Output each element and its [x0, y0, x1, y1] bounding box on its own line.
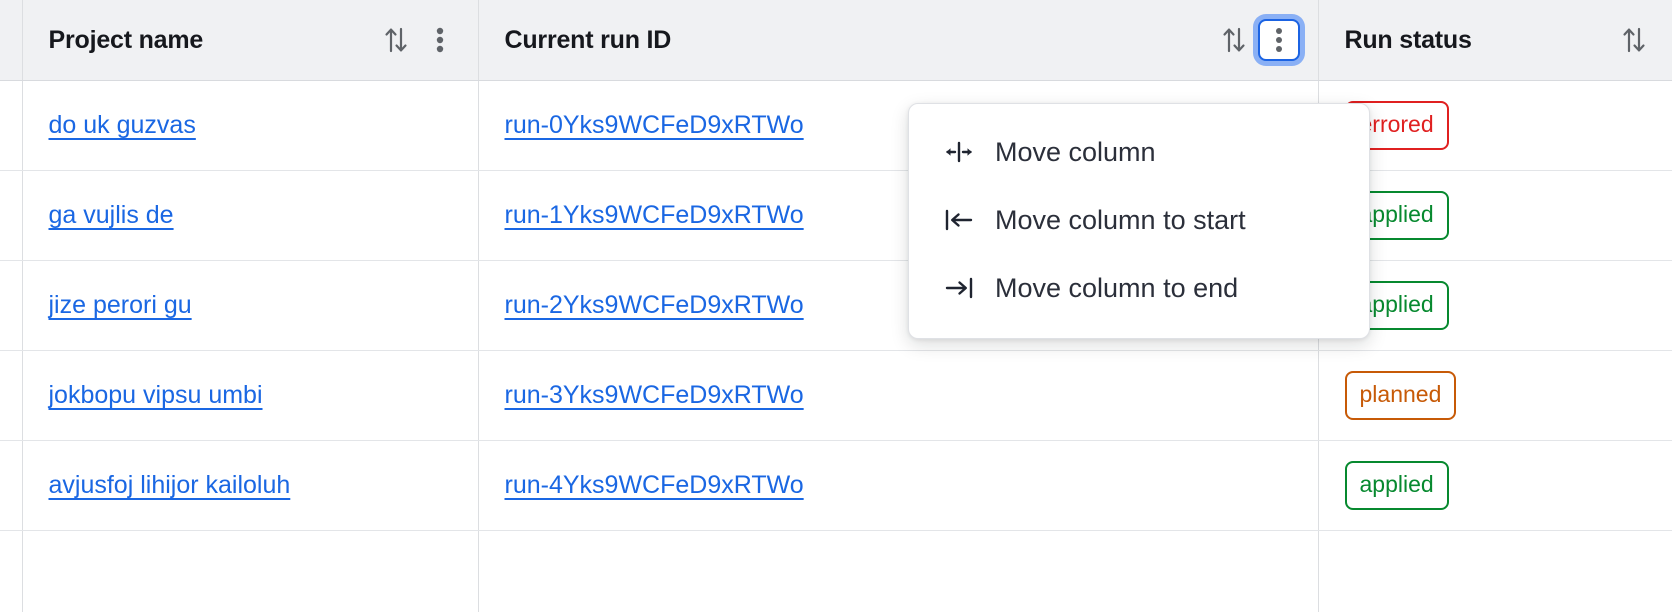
cell-run-status: planned: [1318, 350, 1672, 441]
column-options-menu: Move column Move column to start Mov: [908, 103, 1370, 339]
menu-item-label: Move column to start: [995, 204, 1246, 235]
table-body: do uk guzvas run-0Yks9WCFeD9xRTWo errore…: [0, 80, 1672, 612]
move-column-horizontal-icon: [943, 141, 975, 163]
table-header-row: Project name: [0, 0, 1672, 81]
cell-run-id: [478, 530, 1319, 612]
header-tools-current-run-id: [1214, 19, 1300, 61]
project-name-link[interactable]: do uk guzvas: [48, 111, 196, 139]
header-tools-project-name: [376, 20, 460, 60]
header-cell-run-status: Run status: [1318, 0, 1672, 81]
header-label-project-name: Project name: [48, 25, 204, 54]
row-selector-cell: [0, 530, 23, 612]
cell-run-status: applied: [1318, 440, 1672, 531]
table-row: jokbopu vipsu umbi run-3Yks9WCFeD9xRTWo …: [0, 350, 1672, 441]
cell-project-name: ga vujlis de: [22, 170, 479, 261]
menu-item-move-column-to-end[interactable]: Move column to end: [909, 254, 1369, 322]
row-selector-cell: [0, 170, 23, 261]
project-name-link[interactable]: jokbopu vipsu umbi: [48, 381, 263, 409]
header-tools-run-status: [1614, 20, 1654, 60]
cell-project-name: avjusfoj lihijor kailoluh: [22, 440, 479, 531]
sort-arrows-icon[interactable]: [1214, 20, 1254, 60]
sort-arrows-icon[interactable]: [1614, 20, 1654, 60]
table-row: avjusfoj lihijor kailoluh run-4Yks9WCFeD…: [0, 440, 1672, 531]
move-column-to-start-icon: [943, 209, 975, 231]
table-row: [0, 530, 1672, 612]
row-selector-cell: [0, 350, 23, 441]
menu-item-move-column-to-start[interactable]: Move column to start: [909, 186, 1369, 254]
cell-run-status: [1318, 530, 1672, 612]
table-header: Project name: [0, 0, 1672, 81]
table-row: jize perori gu run-2Yks9WCFeD9xRTWo appl…: [0, 260, 1672, 351]
cell-project-name: [22, 530, 479, 612]
status-badge: planned: [1344, 371, 1457, 420]
move-column-to-end-icon: [943, 277, 975, 299]
cell-run-status: errored: [1318, 80, 1672, 171]
table-row: do uk guzvas run-0Yks9WCFeD9xRTWo errore…: [0, 80, 1672, 171]
cell-run-id: run-4Yks9WCFeD9xRTWo: [478, 440, 1319, 531]
header-label-current-run-id: Current run ID: [504, 25, 672, 54]
row-selector-cell: [0, 260, 23, 351]
menu-item-label: Move column to end: [995, 272, 1239, 303]
menu-item-label: Move column: [995, 136, 1156, 167]
cell-run-id: run-3Yks9WCFeD9xRTWo: [478, 350, 1319, 441]
row-selector-cell: [0, 440, 23, 531]
project-name-link[interactable]: jize perori gu: [48, 291, 192, 319]
header-cell-current-run-id: Current run ID: [478, 0, 1319, 81]
cell-run-status: applied: [1318, 260, 1672, 351]
header-label-run-status: Run status: [1344, 25, 1472, 54]
cell-project-name: jize perori gu: [22, 260, 479, 351]
row-selector-cell: [0, 80, 23, 171]
run-id-link[interactable]: run-3Yks9WCFeD9xRTWo: [504, 381, 804, 409]
row-selector-header-cell: [0, 0, 23, 81]
run-id-link[interactable]: run-4Yks9WCFeD9xRTWo: [504, 471, 804, 499]
run-id-link[interactable]: run-2Yks9WCFeD9xRTWo: [504, 291, 804, 319]
run-id-link[interactable]: run-0Yks9WCFeD9xRTWo: [504, 111, 804, 139]
three-dots-vertical-icon[interactable]: [420, 20, 460, 60]
header-cell-project-name: Project name: [22, 0, 479, 81]
three-dots-vertical-icon[interactable]: [1257, 19, 1300, 61]
project-name-link[interactable]: avjusfoj lihijor kailoluh: [48, 471, 291, 499]
status-badge: applied: [1344, 461, 1449, 510]
run-id-link[interactable]: run-1Yks9WCFeD9xRTWo: [504, 201, 804, 229]
sort-arrows-icon[interactable]: [376, 20, 416, 60]
menu-item-move-column[interactable]: Move column: [909, 118, 1369, 186]
project-name-link[interactable]: ga vujlis de: [48, 201, 174, 229]
cell-project-name: do uk guzvas: [22, 80, 479, 171]
cell-run-status: applied: [1318, 170, 1672, 261]
table-row: ga vujlis de run-1Yks9WCFeD9xRTWo applie…: [0, 170, 1672, 261]
cell-project-name: jokbopu vipsu umbi: [22, 350, 479, 441]
